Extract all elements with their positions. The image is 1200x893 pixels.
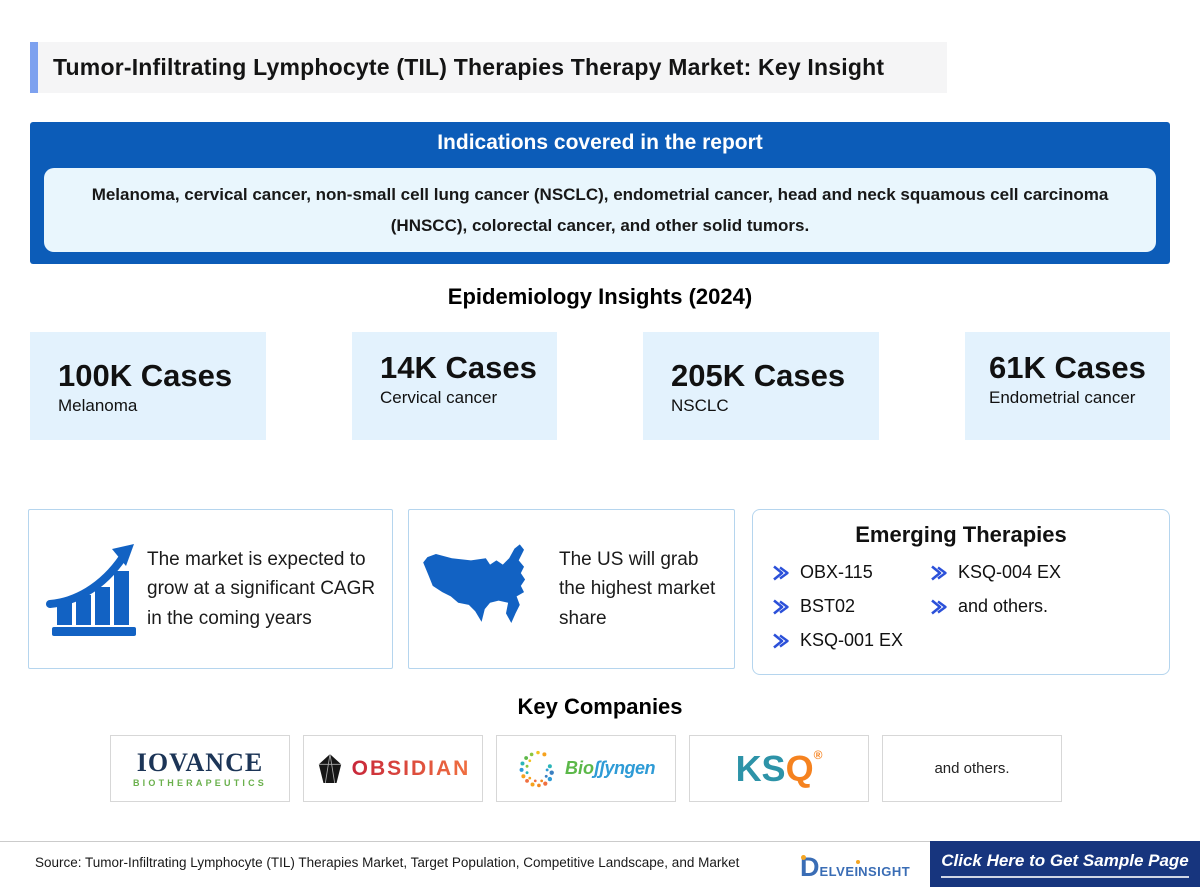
growth-chart-icon [29, 542, 147, 636]
biosyngen-spiral-icon [519, 750, 554, 787]
epidemiology-section-title: Epidemiology Insights (2024) [447, 284, 753, 309]
indications-text: Melanoma, cervical cancer, non-small cel… [91, 184, 1109, 235]
therapy-name: OBX-115 [800, 562, 873, 582]
epidemiology-card-cervical: 14K Cases Cervical cancer [352, 332, 557, 440]
iovance-logo: IOVANCE BIOTHERAPEUTICS [110, 735, 290, 802]
double-chevron-arrow-icon [773, 632, 789, 649]
indications-panel: Indications covered in the report Melano… [30, 122, 1170, 264]
get-sample-page-label: Click Here to Get Sample Page [941, 851, 1189, 878]
delveinsight-wordmark: ELVE [819, 864, 855, 879]
epidemiology-cards-row: 100K Cases Melanoma 14K Cases Cervical c… [30, 332, 1170, 440]
registered-mark: ® [813, 747, 823, 762]
obsidian-logo: OBSIDIAN [303, 735, 483, 802]
case-count: 14K Cases [380, 350, 537, 385]
iovance-wordmark: IOVANCE [136, 747, 264, 777]
footer-divider [0, 841, 1200, 842]
indication-label: Melanoma [58, 395, 138, 415]
emerging-therapies-box: Emerging Therapies OBX-115 BST02 [752, 509, 1170, 675]
therapy-item: KSQ-004 EX [929, 558, 1061, 587]
therapy-name: and others. [958, 596, 1049, 616]
other-companies-box: and others. [882, 735, 1062, 802]
case-count: 205K Cases [671, 358, 846, 393]
obsidian-gem-icon [318, 753, 341, 783]
therapy-name: KSQ-001 EX [800, 630, 904, 650]
emerging-therapies-list: OBX-115 BST02 KSQ-001 EX [771, 558, 1169, 660]
biosyngen-logo: Bioʃʃyngen [496, 735, 676, 802]
double-chevron-arrow-icon [931, 564, 947, 581]
indications-body-panel: Melanoma, cervical cancer, non-small cel… [44, 168, 1156, 252]
key-companies-title: Key Companies [517, 694, 683, 719]
epidemiology-card-melanoma: 100K Cases Melanoma [30, 332, 266, 440]
us-market-share-text: The US will grab the highest market shar… [559, 548, 716, 629]
ksq-wordmark-ks: KS [735, 747, 786, 789]
source-text: Source: Tumor-Infiltrating Lymphocyte (T… [35, 855, 740, 870]
indication-label: NSCLC [671, 395, 729, 415]
therapy-name: BST02 [800, 596, 856, 616]
company-logo-row: IOVANCE BIOTHERAPEUTICS OBSIDIAN [110, 735, 1090, 802]
iovance-subtitle: BIOTHERAPEUTICS [132, 777, 267, 788]
indications-panel-title: Indications covered in the report [437, 131, 763, 154]
obsidian-wordmark: OBSIDIAN [351, 756, 471, 780]
double-chevron-arrow-icon [931, 598, 947, 615]
indication-label: Endometrial cancer [989, 387, 1136, 407]
us-market-share-box: The US will grab the highest market shar… [408, 509, 735, 669]
market-growth-box: The market is expected to grow at a sign… [28, 509, 393, 669]
therapy-item: BST02 [771, 592, 929, 621]
emerging-therapies-title: Emerging Therapies [855, 522, 1067, 547]
delveinsight-wordmark: NSIGHT [858, 864, 911, 879]
therapy-name: KSQ-004 EX [958, 562, 1062, 582]
delveinsight-i-dot: I [854, 860, 860, 879]
therapy-item: OBX-115 [771, 558, 929, 587]
therapy-item: KSQ-001 EX [771, 626, 929, 655]
therapy-item: and others. [929, 592, 1061, 621]
epidemiology-card-endometrial: 61K Cases Endometrial cancer [965, 332, 1170, 440]
biosyngen-wordmark-bio: Bio [564, 758, 594, 778]
biosyngen-wordmark-syngen: ʃʃyngen [593, 758, 656, 778]
us-map-icon [409, 538, 559, 640]
ksq-wordmark-q: Q [785, 747, 814, 789]
page-title: Tumor-Infiltrating Lymphocyte (TIL) Ther… [53, 54, 885, 80]
double-chevron-arrow-icon [773, 598, 789, 615]
market-growth-text: The market is expected to grow at a sign… [147, 548, 376, 629]
get-sample-page-button[interactable]: Click Here to Get Sample Page [930, 841, 1200, 887]
double-chevron-arrow-icon [773, 564, 789, 581]
case-count: 61K Cases [989, 350, 1146, 385]
delveinsight-d-mark: D [800, 852, 820, 882]
case-count: 100K Cases [58, 358, 233, 393]
page-title-bar: Tumor-Infiltrating Lymphocyte (TIL) Ther… [30, 42, 947, 93]
other-companies-label: and others. [934, 760, 1010, 777]
epidemiology-card-nsclc: 205K Cases NSCLC [643, 332, 879, 440]
indication-label: Cervical cancer [380, 387, 498, 407]
